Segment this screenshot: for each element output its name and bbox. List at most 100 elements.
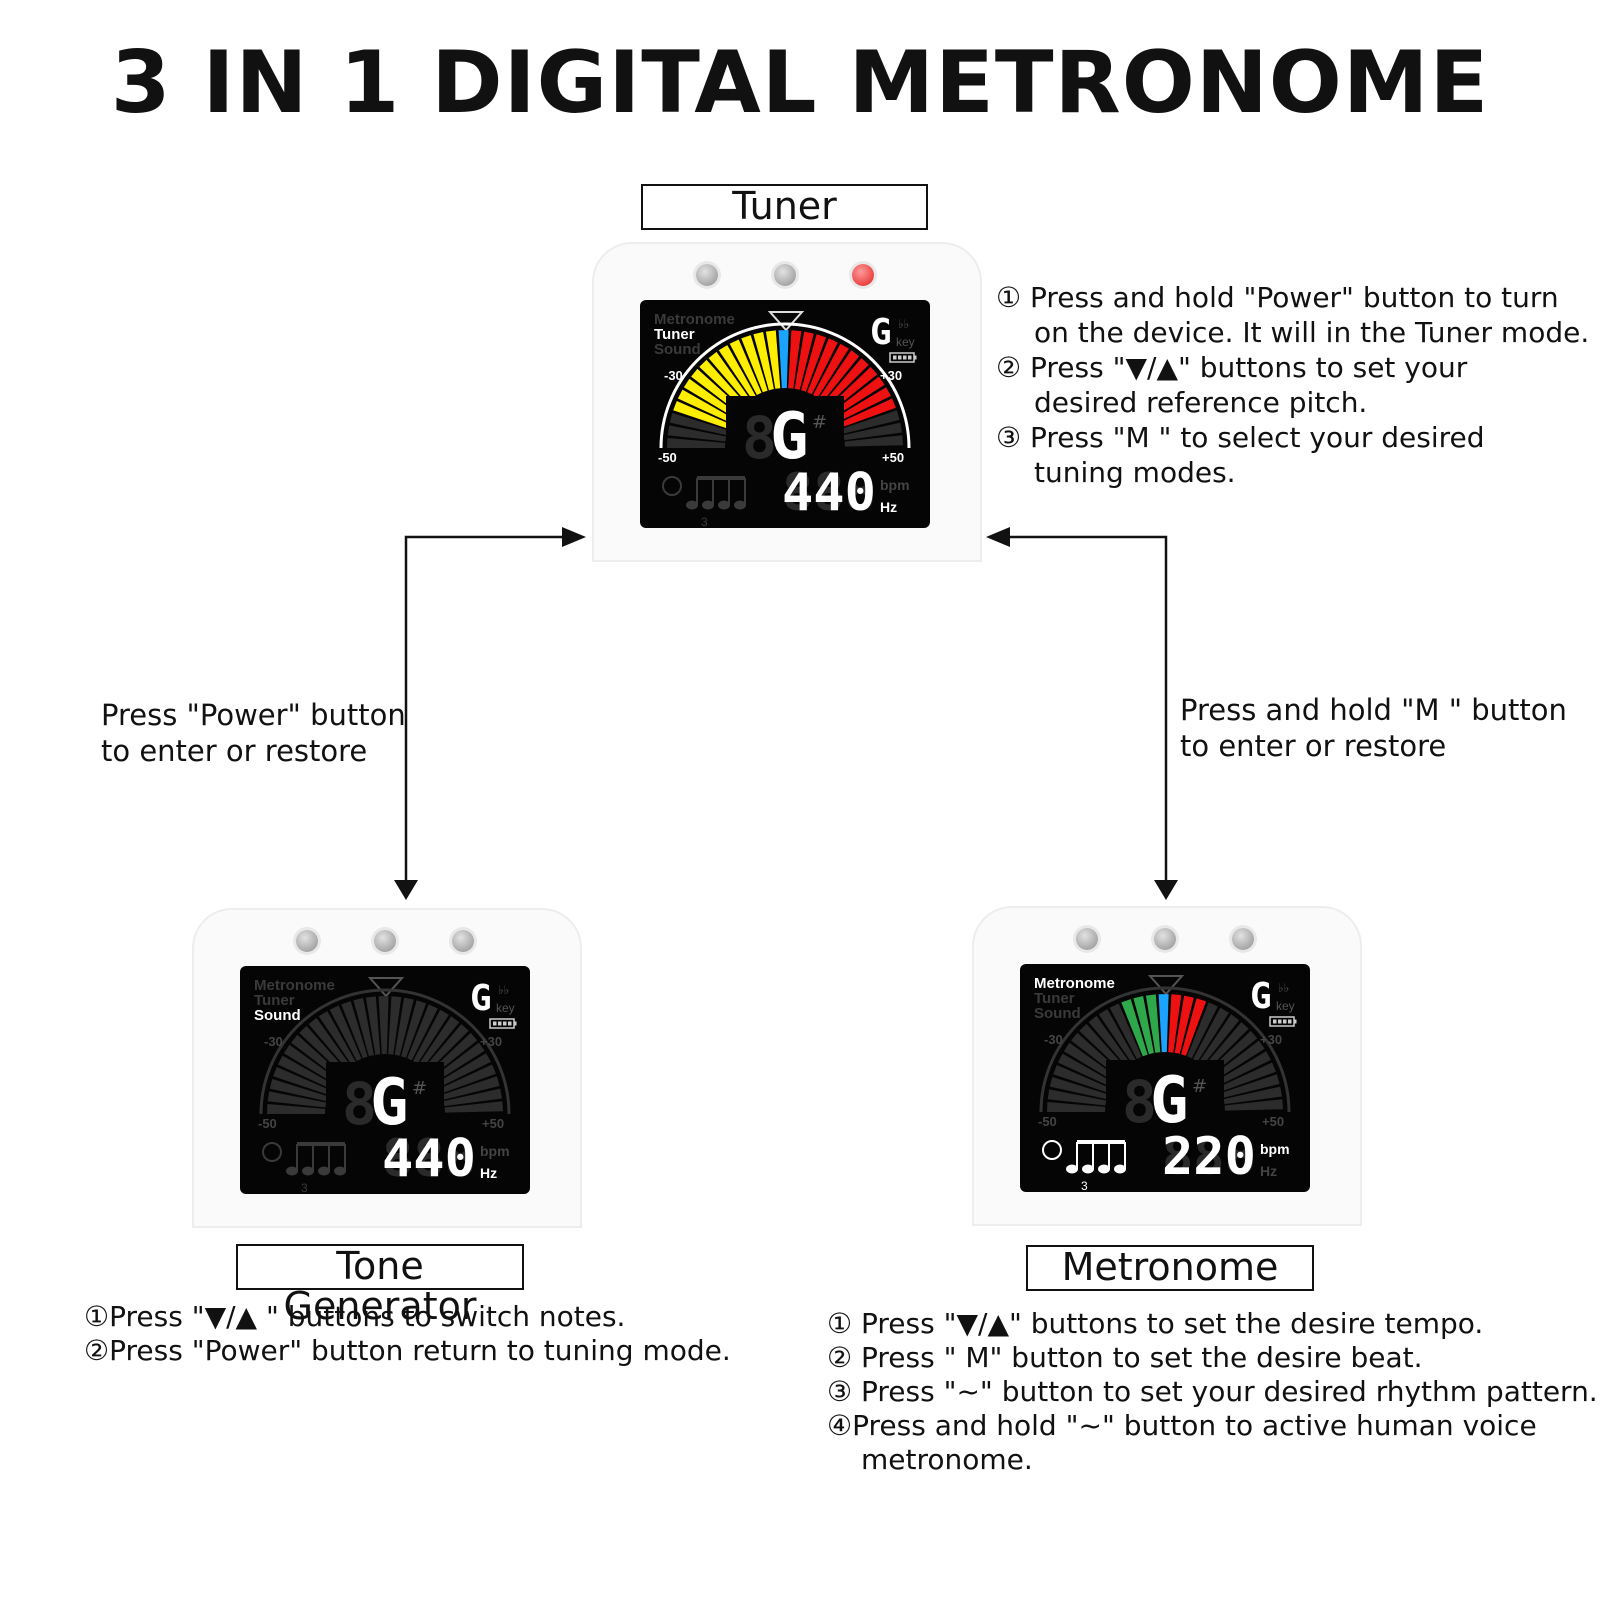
arc-segment xyxy=(1198,1014,1240,1066)
arc-segment xyxy=(267,1091,327,1108)
arc-segment xyxy=(277,1055,333,1089)
tone-instructions: ①Press "▼/▲ " buttons to switch notes. ②… xyxy=(84,1300,731,1368)
scale-label: -30 xyxy=(1044,1032,1063,1047)
arc-segment xyxy=(341,1001,368,1059)
arc-segment xyxy=(1187,1002,1218,1059)
value-display: 220 xyxy=(1162,1127,1256,1187)
function-led[interactable] xyxy=(1154,928,1176,950)
arc-segment xyxy=(1181,998,1207,1056)
left-connector-line xyxy=(404,535,566,884)
tone-instruction-2: ②Press "Power" button return to tuning m… xyxy=(84,1334,731,1367)
arc-segment xyxy=(718,345,756,399)
arc-segment xyxy=(1145,994,1161,1053)
arc-segment xyxy=(441,1076,500,1100)
arc-segment xyxy=(439,1064,496,1094)
arc-segment xyxy=(839,398,896,428)
metronome-instruction-2: ② Press " M" button to set the desire be… xyxy=(827,1341,1423,1374)
arc-segment xyxy=(443,1088,502,1107)
mode-led[interactable] xyxy=(696,264,718,286)
arc-segment xyxy=(432,1042,485,1082)
octave-digit: 8 xyxy=(742,404,777,472)
arc-segment xyxy=(683,378,737,418)
arc-segment xyxy=(1133,996,1154,1055)
scale-label: -30 xyxy=(264,1034,283,1049)
arc-segment xyxy=(1223,1086,1282,1105)
arc-segment xyxy=(673,401,730,429)
arc-segment xyxy=(1049,1077,1108,1100)
arc-segment xyxy=(401,1000,427,1058)
key-note: G xyxy=(1250,976,1272,1017)
rhythm-notes-icon: 3 xyxy=(1042,1140,1126,1192)
arc-segment xyxy=(1158,994,1169,1053)
arc-segment xyxy=(794,331,814,390)
page-title: 3 IN 1 DIGITAL METRONOME xyxy=(110,33,1490,133)
arc-segment xyxy=(413,1009,449,1064)
arc-segment xyxy=(818,350,860,402)
function-led[interactable] xyxy=(774,264,796,286)
arc-segment xyxy=(832,376,885,416)
value-ghost-digits: 888 xyxy=(782,463,876,523)
unit-hz: Hz xyxy=(880,499,897,515)
scale-label: +30 xyxy=(480,1034,502,1049)
arc-segment xyxy=(299,1025,346,1073)
unit-bpm: bpm xyxy=(480,1143,510,1159)
mode-indicator-metronome: Metronome xyxy=(1034,975,1115,992)
rhythm-notes-icon: 3 xyxy=(262,1142,346,1194)
arc-outline xyxy=(1039,986,1291,1113)
arc-segment xyxy=(353,998,374,1057)
metronome-instructions: ① Press "▼/▲" buttons to set the desire … xyxy=(827,1307,1598,1477)
arc-segment xyxy=(1063,1042,1117,1082)
arc-segment xyxy=(407,1004,438,1061)
arc-segment xyxy=(273,1067,330,1095)
power-led[interactable] xyxy=(1232,928,1254,950)
arc-segment xyxy=(444,1101,503,1113)
metronome-instruction-1: ① Press "▼/▲" buttons to set the desire … xyxy=(827,1307,1484,1340)
unit-hz: Hz xyxy=(480,1165,497,1181)
arc-segment xyxy=(1057,1053,1113,1087)
tone-generator-mode-label: Tone Generator xyxy=(236,1244,524,1326)
arc-segment xyxy=(365,996,381,1055)
arc-segment xyxy=(1224,1099,1283,1111)
mode-indicator-tuner: Tuner xyxy=(654,326,695,343)
mode-indicator-sound: Sound xyxy=(1034,1005,1081,1022)
arc-segment xyxy=(318,1011,356,1065)
power-led[interactable] xyxy=(852,264,874,286)
tuning-arc xyxy=(1047,994,1283,1112)
arc-segment xyxy=(807,338,838,395)
arc-segment xyxy=(753,332,774,391)
mode-led[interactable] xyxy=(1076,928,1098,950)
power-led[interactable] xyxy=(452,930,474,952)
arc-segment xyxy=(1216,1051,1271,1086)
arc-segment xyxy=(823,358,869,406)
metronome-instruction-3: ③ Press "~" button to set your desired r… xyxy=(827,1375,1598,1408)
scale-label: +30 xyxy=(880,368,902,383)
arc-segment xyxy=(1212,1040,1265,1080)
function-led[interactable] xyxy=(374,930,396,952)
mode-led[interactable] xyxy=(296,930,318,952)
key-note: G xyxy=(870,312,892,353)
value-ghost-digits: 888 xyxy=(382,1129,476,1189)
mode-indicator-sound: Sound xyxy=(254,1007,301,1024)
metronome-instruction-4: ④Press and hold "~" button to active hum… xyxy=(827,1409,1537,1442)
arc-segment xyxy=(699,359,746,407)
arc-segment xyxy=(843,422,902,441)
battery-icon xyxy=(1269,1016,1297,1027)
arc-segment xyxy=(708,351,751,403)
mode-indicator-metronome: Metronome xyxy=(654,311,735,328)
arc-segment xyxy=(765,330,781,389)
arc-segment xyxy=(1098,1009,1136,1063)
note-window xyxy=(1106,1060,1224,1130)
arc-segment xyxy=(436,1053,491,1088)
arc-segment xyxy=(1047,1102,1106,1112)
tone-instruction-1: ①Press "▼/▲ " buttons to switch notes. xyxy=(84,1300,626,1333)
arrow-head-to-tuner-right xyxy=(986,527,1010,547)
battery-icon xyxy=(889,352,917,363)
needle-indicator-icon xyxy=(367,977,405,998)
